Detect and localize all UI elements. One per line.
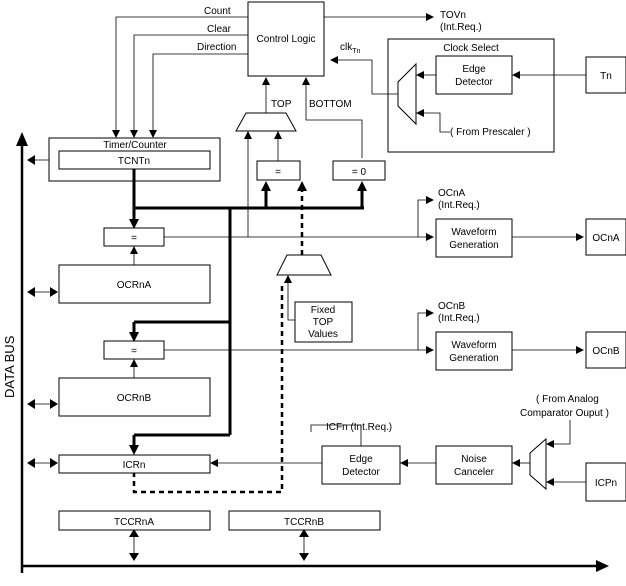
ocra-compare-label: = (131, 233, 137, 244)
eq-top-label: = (275, 167, 281, 178)
tovn-signal: TOVn (Int.Req.) (324, 10, 482, 33)
clk-edge-detector-line2: Detector (455, 77, 493, 88)
tn-pin: Tn (512, 56, 626, 94)
noise-canceler-line1: Noise (461, 454, 487, 465)
fixed-top-line1: Fixed (311, 305, 335, 316)
tccrna-label: TCCRnA (114, 517, 154, 528)
from-prescaler-label: ( From Prescaler ) (450, 127, 531, 138)
control-logic-block: Control Logic (247, 1, 325, 77)
ocrb-channel: = OCRnB OCnB (Int.Req.) Waveform Generat… (58, 301, 626, 417)
bottom-label: BOTTOM (309, 99, 352, 110)
ocna-pin-label: OCnA (592, 233, 620, 244)
tccrnb-label: TCCRnB (284, 517, 324, 528)
clear-label: Clear (207, 24, 232, 35)
icfn-label: ICFn (Int.Req.) (326, 422, 392, 433)
ocna-flag-int-req: (Int.Req.) (438, 200, 480, 211)
fixed-top-line2: TOP (313, 317, 334, 328)
top-mux (235, 112, 297, 132)
eq-zero-label: = 0 (352, 167, 367, 178)
tcnt-bus (129, 169, 367, 455)
icr-top-dashed-path (132, 181, 307, 494)
ocrnb-label: OCRnB (117, 393, 152, 404)
top-label: TOP (271, 99, 292, 110)
control-logic-label: Control Logic (257, 34, 316, 45)
data-bus: DATA BUS (2, 132, 609, 573)
tn-label: Tn (600, 71, 612, 82)
ocrb-compare-label: = (131, 346, 137, 357)
fixed-top-area: Fixed TOP Values (276, 254, 353, 343)
ocnb-pin-label: OCnB (592, 346, 620, 357)
analog-comparator-line1: ( From Analog (536, 394, 599, 405)
tovn-int-req: (Int.Req.) (440, 22, 482, 33)
tovn-label: TOVn (440, 10, 466, 21)
control-signals: Count Clear Direction (112, 6, 248, 138)
analog-comparator-line2: Comparator Ouput ) (520, 408, 609, 419)
control-registers: TCCRnA TCCRnB (58, 510, 381, 531)
waveform-a-line1: Waveform (451, 227, 496, 238)
waveform-a-line2: Generation (449, 240, 498, 251)
bus-connectors (27, 155, 309, 561)
clock-mux (397, 62, 417, 126)
data-bus-label: DATA BUS (2, 335, 17, 398)
ocnb-flag-label: OCnB (438, 301, 466, 312)
clk-label: clkTn (340, 42, 361, 55)
waveform-b-line2: Generation (449, 353, 498, 364)
ocrna-label: OCRnA (117, 280, 152, 291)
fixed-top-line3: Values (308, 329, 338, 340)
clock-select-label: Clock Select (443, 43, 499, 54)
clk-edge-detector-line1: Edge (462, 64, 486, 75)
ocna-flag-label: OCnA (438, 188, 466, 199)
direction-label: Direction (197, 42, 236, 53)
noise-canceler-line2: Canceler (454, 467, 495, 478)
icpn-pin-label: ICPn (595, 478, 617, 489)
top-mux-area: TOP BOTTOM = = 0 (235, 77, 386, 181)
icp-edge-detector-line2: Detector (342, 467, 380, 478)
icp-edge-detector-line1: Edge (349, 454, 373, 465)
icrn-label: ICRn (123, 460, 146, 471)
count-label: Count (204, 6, 231, 17)
fixed-top-mux (276, 254, 332, 276)
tcnt-label: TCNTn (118, 156, 150, 167)
ocra-channel: = OCRnA OCnA (Int.Req.) Waveform Generat… (58, 131, 626, 304)
input-capture-channel: ICRn Edge Detector ICFn (Int.Req.) Noise… (58, 394, 626, 502)
icp-mux (529, 437, 547, 491)
waveform-b-line1: Waveform (451, 340, 496, 351)
ocnb-flag-int-req: (Int.Req.) (438, 313, 480, 324)
timer-counter-label: Timer/Counter (103, 140, 167, 151)
clock-select-block: Clock Select Edge Detector ( From Presca… (330, 38, 555, 153)
